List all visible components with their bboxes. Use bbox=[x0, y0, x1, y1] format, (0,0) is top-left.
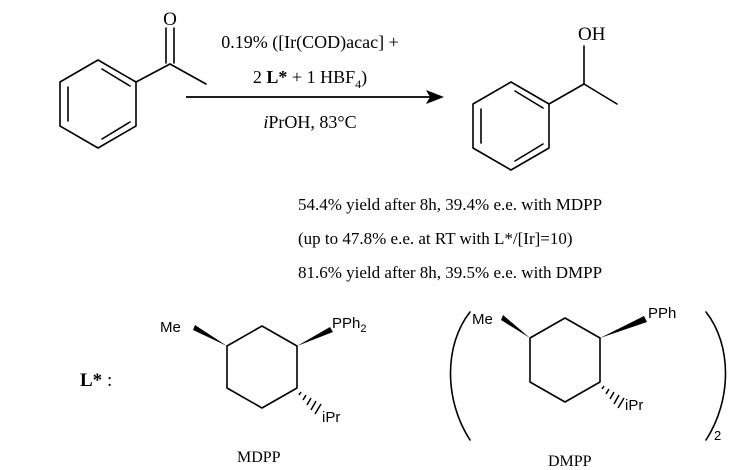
isopropyl-hash-bond bbox=[601, 385, 625, 409]
hydroxyl-label: OH bbox=[578, 24, 606, 45]
dmpp-structure: Me PPh iPr 2 DMPP bbox=[449, 305, 727, 470]
dmpp-me-label: Me bbox=[472, 311, 493, 328]
right-parenthesis bbox=[705, 311, 727, 441]
benzene-ring bbox=[59, 59, 137, 149]
dmpp-pph-label: PPh bbox=[648, 305, 676, 322]
result-line-1: 54.4% yield after 8h, 39.4% e.e. with MD… bbox=[298, 195, 602, 214]
left-parenthesis bbox=[449, 311, 471, 441]
mdpp-name: MDPP bbox=[237, 449, 281, 466]
mdpp-ipr-label: iPr bbox=[322, 409, 340, 426]
conditions-line-3: iPrOH, 83°C bbox=[263, 112, 356, 132]
phenylethanol-structure: OH bbox=[472, 24, 618, 171]
phosphine-wedge bbox=[600, 316, 647, 338]
results-block: 54.4% yield after 8h, 39.4% e.e. with MD… bbox=[298, 195, 602, 282]
phosphine-wedge bbox=[297, 327, 333, 346]
dmpp-name: DMPP bbox=[548, 453, 592, 470]
cyclohexane-ring bbox=[226, 325, 298, 409]
ligand-label: L* : bbox=[80, 370, 112, 391]
benzene-ring bbox=[472, 81, 550, 171]
arrow-head bbox=[426, 90, 444, 104]
result-line-3: 81.6% yield after 8h, 39.5% e.e. with DM… bbox=[298, 263, 602, 282]
mdpp-pph2-label: PPh2 bbox=[332, 315, 366, 335]
conditions-line-2: 2 L* + 1 HBF4) bbox=[253, 67, 367, 91]
cyclohexane-ring bbox=[529, 317, 601, 403]
acetophenone-structure: O bbox=[59, 9, 207, 149]
conditions-line-1: 0.19% ([Ir(COD)acac] + bbox=[221, 32, 399, 53]
result-line-2: (up to 47.8% e.e. at RT with L*/[Ir]=10) bbox=[298, 229, 573, 248]
isopropyl-hash-bond bbox=[298, 391, 322, 415]
ketone-oxygen-label: O bbox=[163, 9, 177, 30]
mdpp-me-label: Me bbox=[160, 319, 181, 336]
reaction-arrow-group: 0.19% ([Ir(COD)acac] + 2 L* + 1 HBF4) iP… bbox=[186, 32, 444, 132]
methyl-wedge bbox=[501, 315, 530, 338]
mdpp-structure: Me PPh2 iPr MDPP bbox=[160, 315, 366, 466]
dmpp-multiplier: 2 bbox=[714, 428, 721, 443]
methyl-wedge bbox=[193, 325, 227, 346]
dmpp-ipr-label: iPr bbox=[625, 397, 643, 414]
